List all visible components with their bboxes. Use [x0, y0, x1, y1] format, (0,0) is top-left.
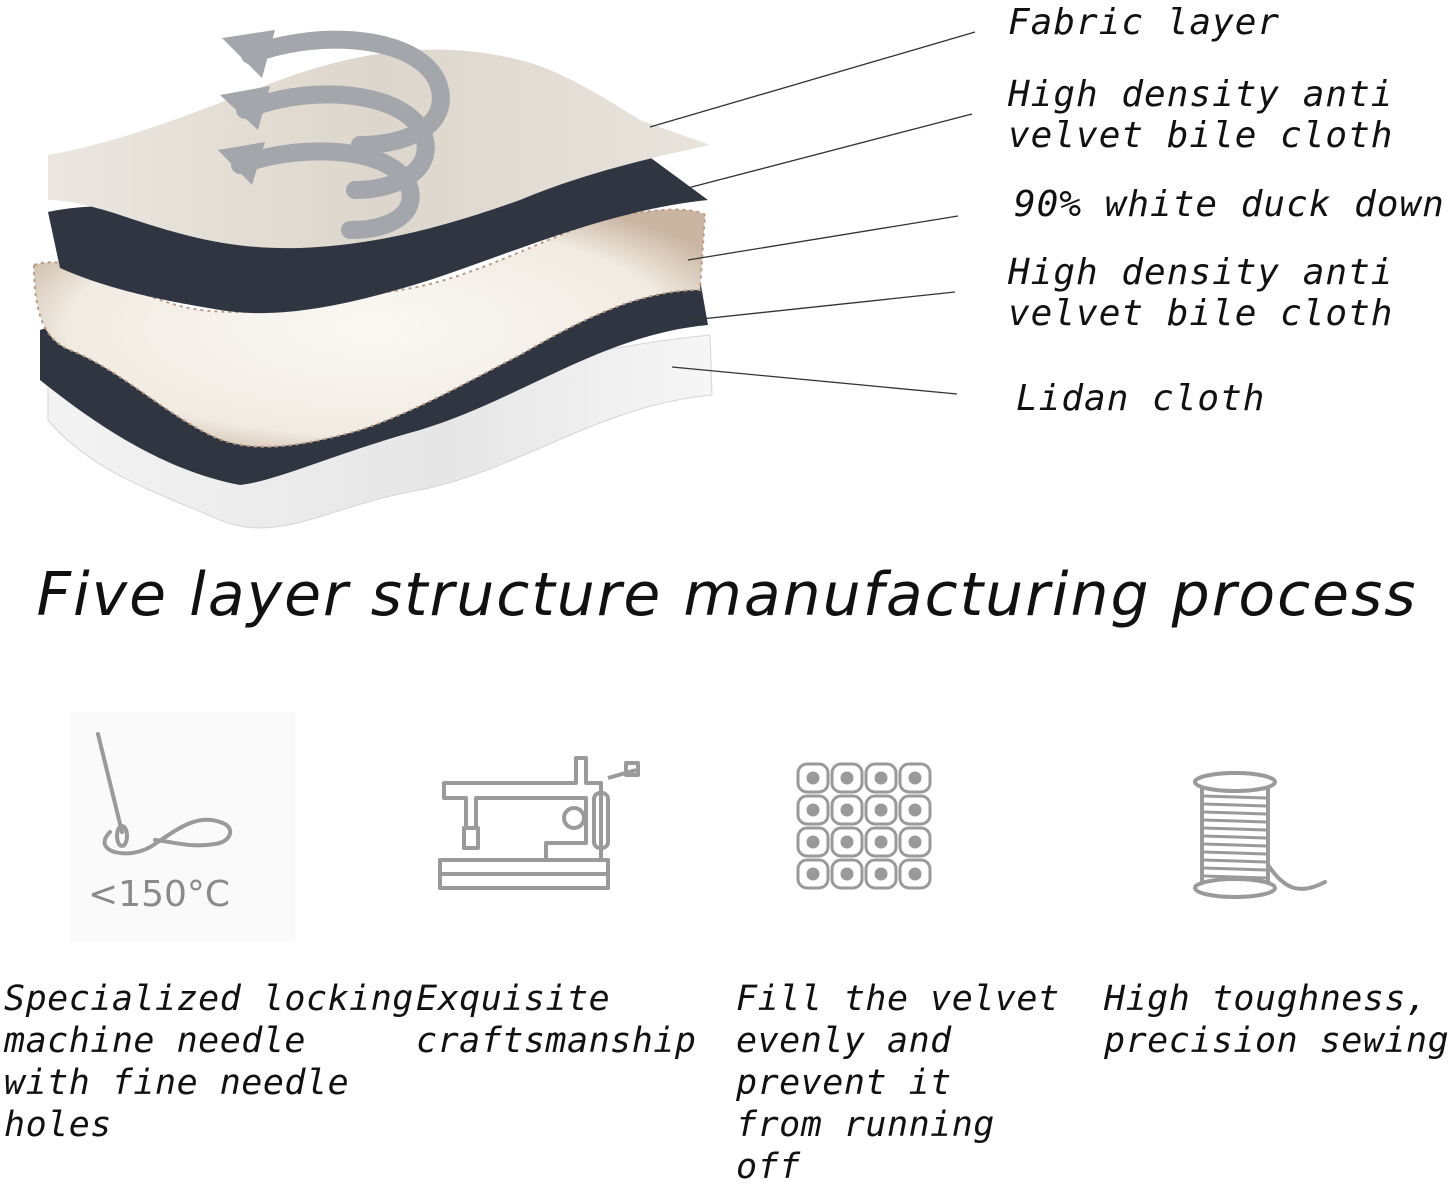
quilt-dot	[840, 867, 854, 881]
quilt-cell	[830, 794, 864, 826]
quilt-dot	[840, 803, 854, 817]
label-white-duck-down: 90% white duck down	[1014, 184, 1445, 225]
quilt-dot	[908, 803, 922, 817]
quilt-dot	[840, 835, 854, 849]
feature-text-craftsmanship: Exquisite craftsmanship	[416, 979, 697, 1061]
needle-thread-icon: <150°C	[70, 712, 295, 942]
spool-winding	[1203, 874, 1267, 880]
quilt-cell	[796, 762, 830, 794]
quilt-dot	[874, 835, 888, 849]
page-title: Five layer structure manufacturing proce…	[36, 560, 1418, 630]
five-layer-illustration	[32, 30, 976, 529]
feature-text-needle: Specialized locking machine needle with …	[4, 979, 414, 1145]
quilt-cell	[796, 858, 830, 890]
quilt-dot	[874, 771, 888, 785]
feature-text-fill-velvet: Fill the velvet evenly and prevent it fr…	[736, 979, 1060, 1187]
airflow-arrowheads	[218, 30, 275, 185]
spool-winding	[1203, 858, 1267, 864]
quilt-dot	[908, 867, 922, 881]
quilt-dot	[840, 771, 854, 785]
quilt-dot	[806, 771, 820, 785]
quilt-cell	[830, 858, 864, 890]
quilt-dot	[874, 867, 888, 881]
quilt-cell	[898, 762, 932, 794]
quilt-dot	[908, 771, 922, 785]
quilt-cell	[898, 858, 932, 890]
spool-winding	[1203, 866, 1267, 872]
feature-text-sewing: High toughness, precision sewing	[1104, 979, 1450, 1061]
quilt-cell	[898, 794, 932, 826]
label-anti-velvet-cloth-lower: High density anti velvet bile cloth	[1008, 252, 1394, 334]
spool-winding	[1203, 818, 1267, 824]
spool-winding	[1203, 842, 1267, 848]
quilt-dot	[908, 835, 922, 849]
quilt-cell	[864, 826, 898, 858]
leader-lines	[649, 31, 976, 395]
label-lidan-cloth: Lidan cloth	[1016, 378, 1266, 419]
quilt-cell	[898, 826, 932, 858]
label-anti-velvet-cloth-upper: High density anti velvet bile cloth	[1008, 74, 1394, 156]
quilt-cell	[864, 858, 898, 890]
thread-spool-icon	[1193, 771, 1327, 899]
spool-winding	[1203, 794, 1267, 800]
quilted-grid-icon	[796, 762, 932, 890]
quilt-cell	[796, 794, 830, 826]
quilt-cell	[830, 762, 864, 794]
spool-winding	[1203, 810, 1267, 816]
spool-winding	[1203, 850, 1267, 856]
quilt-cell	[864, 762, 898, 794]
airflow-arrows-icon	[231, 30, 450, 239]
sewing-machine-icon	[438, 756, 640, 890]
spool-winding	[1203, 802, 1267, 808]
quilt-cell	[864, 794, 898, 826]
quilt-dot	[874, 803, 888, 817]
label-fabric-layer: Fabric layer	[1008, 2, 1281, 43]
quilt-dot	[806, 803, 820, 817]
quilt-cell	[830, 826, 864, 858]
spool-winding	[1203, 826, 1267, 832]
quilt-dot	[806, 867, 820, 881]
temperature-label: <150°C	[88, 874, 230, 915]
quilt-dot	[806, 835, 820, 849]
quilt-cell	[796, 826, 830, 858]
spool-winding	[1203, 834, 1267, 840]
